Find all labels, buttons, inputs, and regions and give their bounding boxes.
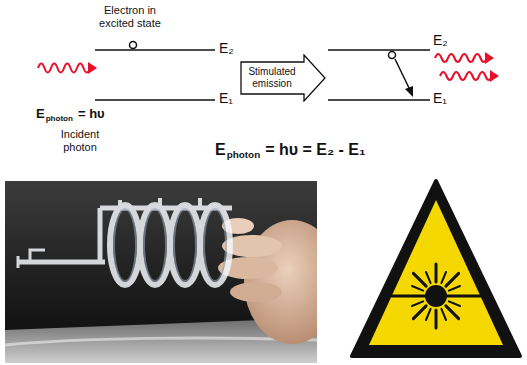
transition-arrow	[395, 59, 413, 97]
electron	[389, 52, 396, 59]
energy-levels	[95, 50, 430, 100]
equation-text: = hυ = E₂ - E₁	[265, 141, 365, 159]
process-arrow: Stimulated emission	[240, 54, 326, 102]
energy-level-label: E₂	[219, 40, 234, 56]
energy-level-label: E₁	[219, 90, 233, 106]
energy-level-label: E₁	[433, 90, 447, 106]
photon-energy-equation: Ephoton = hυ = E₂ - E₁	[215, 141, 366, 159]
energy-level-label: E₂	[433, 32, 448, 48]
annotation-text: Incident photon	[50, 128, 110, 153]
annotation-text: Electron in excited state	[88, 4, 172, 29]
electron	[130, 42, 137, 49]
photon-energy-equation: Ephoton = hυ	[36, 106, 105, 121]
arrow-label: Stimulated emission	[240, 66, 304, 90]
equation-symbol: E	[215, 141, 226, 159]
equation-symbol: E	[36, 106, 45, 121]
laser-tube-photo	[5, 181, 317, 363]
laser-warning-sign	[352, 181, 520, 356]
equation-subscript: photon	[46, 114, 73, 123]
equation-subscript: photon	[227, 149, 261, 160]
equation-text: = hυ	[78, 106, 105, 121]
